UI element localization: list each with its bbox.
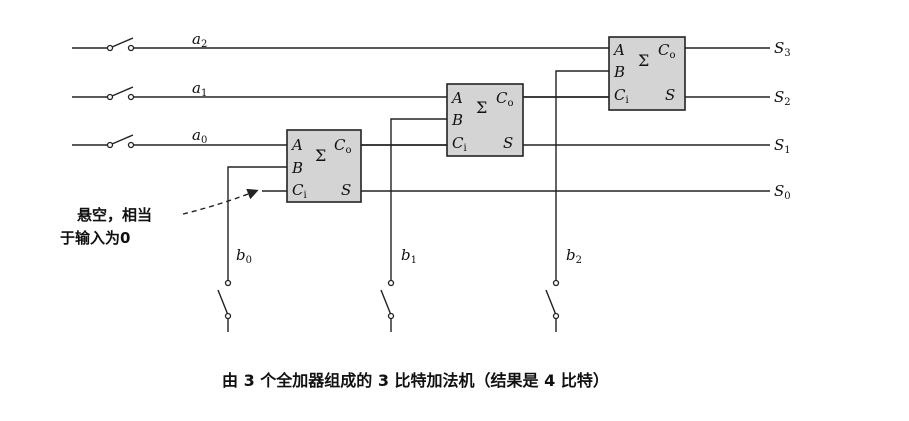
adder2-port-b: B (613, 63, 625, 81)
adder2-port-a: A (612, 41, 625, 59)
full-adder-2-box (608, 36, 686, 111)
adder0-port-b: B (291, 159, 303, 177)
adder1-port-co: Co (496, 89, 514, 109)
adder2-sigma-symbol: Σ (638, 51, 649, 70)
figure-caption: 由 3 个全加器组成的 3 比特加法机（结果是 4 比特） (222, 371, 609, 390)
full-adder-0: A B Ci Σ Co S (286, 129, 362, 203)
switch-b1-blade (380, 289, 392, 316)
switch-b1-terminal-top (387, 279, 395, 287)
output-s1-label: S1 (774, 136, 791, 156)
full-adder-2: A B Ci Σ Co S (608, 36, 686, 111)
adder1-port-s: S (503, 134, 513, 152)
switch-a2-terminal-left (106, 44, 114, 52)
adder2-port-ci: Ci (614, 86, 629, 106)
adder1-port-a: A (450, 89, 463, 107)
annotation-line-2: 于输入为0 (60, 229, 130, 247)
switch-a0-terminal-right (127, 141, 135, 149)
input-b0-label: b0 (236, 246, 252, 266)
input-a0-line (72, 134, 287, 149)
adder1-port-b: B (451, 111, 463, 129)
switch-a1-blade (111, 86, 134, 97)
switch-a2-terminal-right (127, 44, 135, 52)
switch-b0-terminal-bottom (224, 312, 232, 320)
input-b1-label: b1 (401, 246, 417, 266)
full-adder-1: A B Ci Σ Co S (446, 83, 524, 157)
adder2-port-s: S (665, 86, 675, 104)
switch-a1-terminal-left (106, 93, 114, 101)
switch-b2-blade (545, 289, 557, 316)
full-adder-1-box (446, 83, 524, 157)
adder0-sigma-symbol: Σ (315, 146, 326, 165)
annotation-dashed-arrow (182, 188, 259, 215)
input-b0-line (217, 166, 287, 332)
input-a1-line (72, 86, 447, 101)
adder1-port-ci: Ci (452, 134, 467, 154)
adder0-port-a: A (290, 136, 303, 154)
switch-a0-terminal-left (106, 141, 114, 149)
input-a2-label: a2 (192, 30, 207, 50)
switch-a2-blade (111, 37, 134, 48)
input-b1-line (380, 118, 447, 332)
switch-a0-blade (111, 134, 134, 145)
switch-b0-blade (217, 289, 229, 316)
switch-b0-terminal-top (224, 279, 232, 287)
switch-b1-terminal-bottom (387, 312, 395, 320)
input-a0-label: a0 (192, 126, 207, 146)
annotation-line-1: 悬空，相当 (77, 206, 152, 224)
switch-b2-terminal-top (552, 279, 560, 287)
input-b2-label: b2 (566, 246, 582, 266)
adder2-port-co: Co (658, 41, 676, 61)
output-s0-label: S0 (774, 182, 791, 202)
adder0-port-s: S (341, 181, 351, 199)
adder1-sigma-symbol: Σ (476, 98, 487, 117)
adder0-port-co: Co (334, 136, 352, 156)
output-s3-label: S3 (774, 39, 791, 59)
output-s2-label: S2 (774, 88, 791, 108)
input-a2-line (72, 37, 609, 52)
input-b2-line (545, 70, 609, 332)
switch-b2-terminal-bottom (552, 312, 560, 320)
input-a1-label: a1 (192, 79, 207, 99)
full-adder-0-box (286, 129, 362, 203)
adder0-port-ci: Ci (292, 181, 307, 201)
switch-a1-terminal-right (127, 93, 135, 101)
